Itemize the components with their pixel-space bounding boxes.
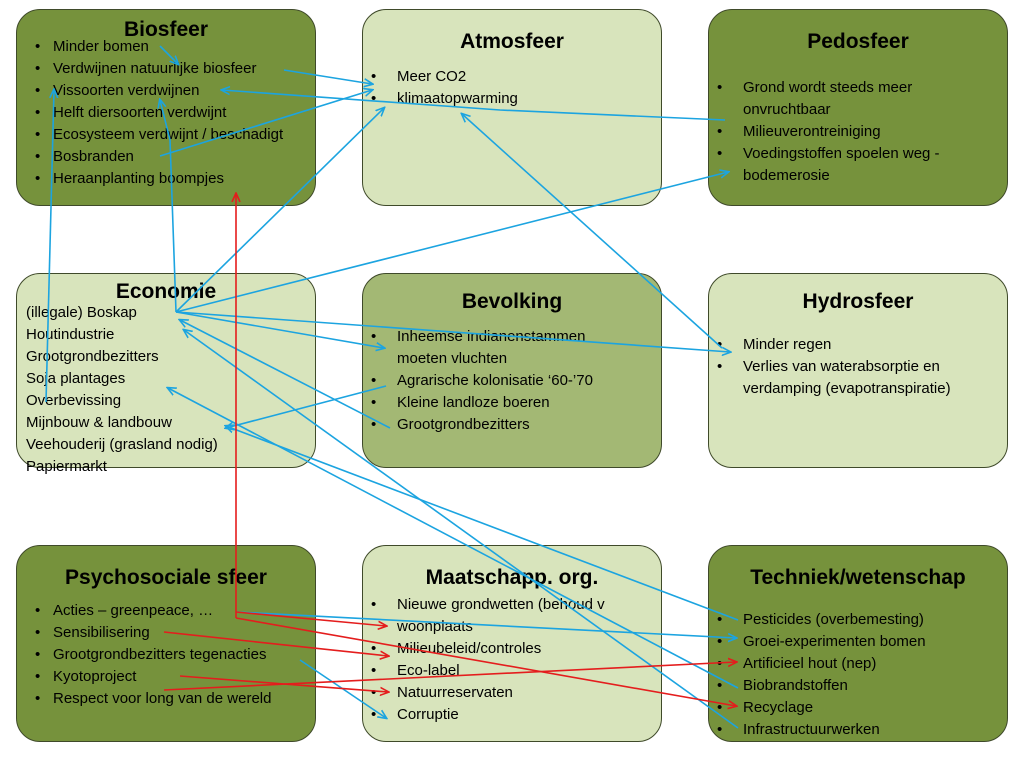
list-item: Helft diersoorten verdwijnt (27, 102, 283, 124)
list-item: Pesticides (overbemesting) (709, 609, 926, 631)
pedosfeer-box: Pedosfeer Grond wordt steeds meer onvruc… (708, 9, 1008, 206)
list-item: Milieubeleid/controles (363, 638, 605, 660)
list-item: Veehouderij (grasland nodig) (26, 436, 218, 453)
list-item: Voedingstoffen spoelen weg - (709, 143, 940, 165)
list-item: Kyotoproject (27, 666, 271, 688)
maatschappij-list: Nieuwe grondwetten (behoud v woonplaats … (363, 594, 605, 726)
list-item: Minder bomen (27, 36, 283, 58)
bevolking-list: Inheemse indianenstammen moeten vluchten… (363, 326, 593, 436)
list-item: Vissoorten verdwijnen (27, 80, 283, 102)
list-item: Ecosysteem verdwijnt / beschadigt (27, 124, 283, 146)
atmosfeer-title: Atmosfeer (460, 30, 564, 53)
psychosociaal-box: Psychosociale sfeer Acties – greenpeace,… (16, 545, 316, 742)
list-item: Papiermarkt (26, 458, 107, 475)
list-item: Soja plantages (26, 370, 126, 387)
pedosfeer-list: Grond wordt steeds meer onvruchtbaar Mil… (709, 77, 940, 187)
list-item: Overbevissing (26, 392, 122, 409)
list-item: Groei-experimenten bomen (709, 631, 926, 653)
techniek-title: Techniek/wetenschap (750, 566, 966, 589)
list-item: Meer CO2 (363, 66, 518, 88)
list-item: (illegale) Boskap (26, 304, 137, 321)
list-item: Natuurreservaten (363, 682, 605, 704)
techniek-list: Pesticides (overbemesting) Groei-experim… (709, 609, 926, 741)
list-item: Verlies van waterabsorptie en (709, 356, 951, 378)
psychosociaal-title: Psychosociale sfeer (65, 566, 267, 589)
hydrosfeer-list: Minder regen Verlies van waterabsorptie … (709, 334, 951, 400)
list-item: bodemerosie (743, 167, 830, 184)
list-item: Recyclage (709, 697, 926, 719)
maatschappij-title: Maatschapp. org. (425, 566, 599, 589)
list-item: Agrarische kolonisatie ‘60-’70 (363, 370, 593, 392)
list-item: Nieuwe grondwetten (behoud v (363, 594, 605, 616)
list-item: Eco-label (363, 660, 605, 682)
bevolking-box: Bevolking Inheemse indianenstammen moete… (362, 273, 662, 468)
list-item: Respect voor long van de wereld (27, 688, 271, 710)
list-item: onvruchtbaar (743, 101, 831, 118)
list-item: Kleine landloze boeren (363, 392, 593, 414)
atmosfeer-list: Meer CO2 klimaatopwarming (363, 66, 518, 110)
list-item: woonplaats (397, 618, 473, 635)
list-item: Milieuverontreiniging (709, 121, 940, 143)
list-item: Acties – greenpeace, … (27, 600, 271, 622)
list-item: Houtindustrie (26, 326, 115, 343)
list-item: klimaatopwarming (363, 88, 518, 110)
list-item: Infrastructuurwerken (709, 719, 926, 741)
atmosfeer-box: Atmosfeer Meer CO2 klimaatopwarming (362, 9, 662, 206)
biosfeer-box: Biosfeer Minder bomen Verdwijnen natuurl… (16, 9, 316, 206)
list-item: Verdwijnen natuurlijke biosfeer (27, 58, 283, 80)
list-item: Biobrandstoffen (709, 675, 926, 697)
techniek-box: Techniek/wetenschap Pesticides (overbeme… (708, 545, 1008, 742)
list-item: Grootgrondbezitters (363, 414, 593, 436)
list-item: Grond wordt steeds meer (709, 77, 940, 99)
list-item: Minder regen (709, 334, 951, 356)
list-item: moeten vluchten (397, 350, 508, 367)
list-item: Artificieel hout (nep) (709, 653, 926, 675)
list-item: Heraanplanting boompjes (27, 168, 283, 190)
economie-list: (illegale) Boskap Houtindustrie Grootgro… (26, 302, 218, 478)
list-item: Grootgrondbezitters (26, 348, 159, 365)
bevolking-title: Bevolking (461, 290, 563, 313)
list-item: Grootgrondbezitters tegenacties (27, 644, 271, 666)
biosfeer-list: Minder bomen Verdwijnen natuurlijke bios… (27, 36, 283, 190)
psychosociaal-list: Acties – greenpeace, … Sensibilisering G… (27, 600, 271, 710)
hydrosfeer-title: Hydrosfeer (802, 290, 914, 313)
list-item: verdamping (evapotranspiratie) (743, 380, 951, 397)
list-item: Corruptie (363, 704, 605, 726)
list-item: Mijnbouw & landbouw (26, 414, 172, 431)
economie-title: Economie (115, 280, 217, 303)
list-item: Sensibilisering (27, 622, 271, 644)
list-item: Inheemse indianenstammen (363, 326, 593, 348)
hydrosfeer-box: Hydrosfeer Minder regen Verlies van wate… (708, 273, 1008, 468)
pedosfeer-title: Pedosfeer (807, 30, 909, 53)
list-item: Bosbranden (27, 146, 283, 168)
maatschappij-box: Maatschapp. org. Nieuwe grondwetten (beh… (362, 545, 662, 742)
